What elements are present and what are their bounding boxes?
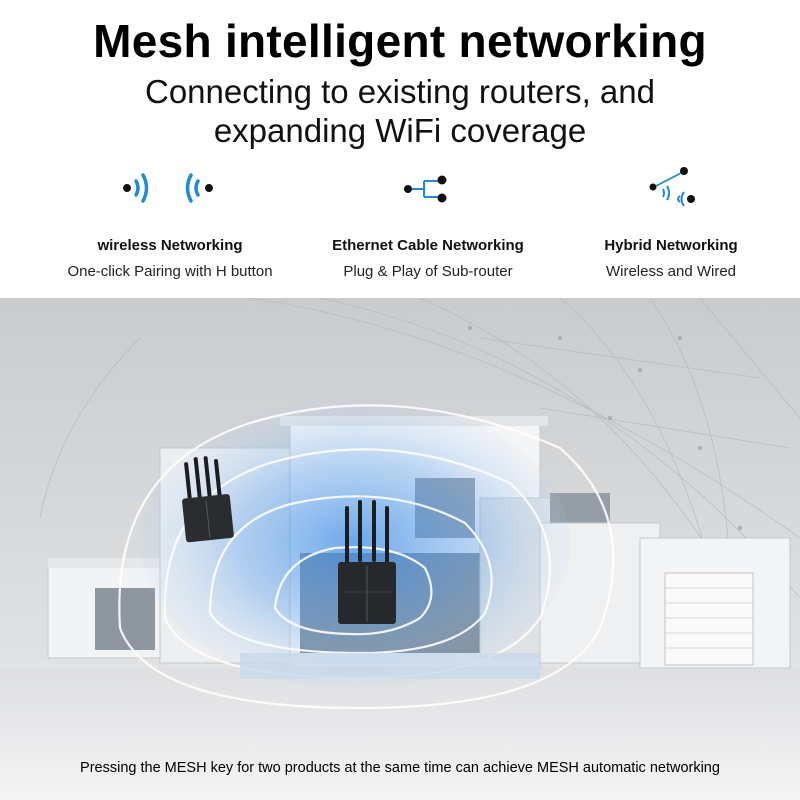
feature-description: One-click Pairing with H button bbox=[67, 263, 273, 280]
router-center bbox=[338, 500, 396, 624]
footer-caption: Pressing the MESH key for two products a… bbox=[80, 760, 720, 776]
hybrid-networking-icon bbox=[649, 167, 695, 207]
feature-wireless: wireless Networking One-click Pairing wi… bbox=[40, 165, 300, 280]
feature-title: Hybrid Networking bbox=[604, 237, 738, 254]
ethernet-networking-icon bbox=[404, 175, 447, 203]
feature-hybrid: Hybrid Networking Wireless and Wired bbox=[541, 165, 800, 280]
feature-ethernet: Ethernet Cable Networking Plug & Play of… bbox=[298, 165, 558, 280]
house-scene-illustration bbox=[0, 298, 800, 800]
feature-description: Wireless and Wired bbox=[605, 263, 737, 280]
page-title: Mesh intelligent networking bbox=[93, 15, 707, 67]
feature-title: Ethernet Cable Networking bbox=[332, 237, 524, 254]
house-with-mesh-routers-illustration bbox=[0, 298, 800, 800]
router-left bbox=[182, 456, 234, 543]
feature-description: Plug & Play of Sub-router bbox=[343, 263, 513, 280]
page-subtitle-line2: expanding WiFi coverage bbox=[213, 112, 587, 149]
feature-title: wireless Networking bbox=[97, 237, 243, 254]
header-section: Mesh intelligent networking Connecting t… bbox=[0, 0, 800, 298]
wireless-networking-icon bbox=[123, 173, 213, 203]
page-subtitle-line1: Connecting to existing routers, and bbox=[145, 73, 655, 110]
